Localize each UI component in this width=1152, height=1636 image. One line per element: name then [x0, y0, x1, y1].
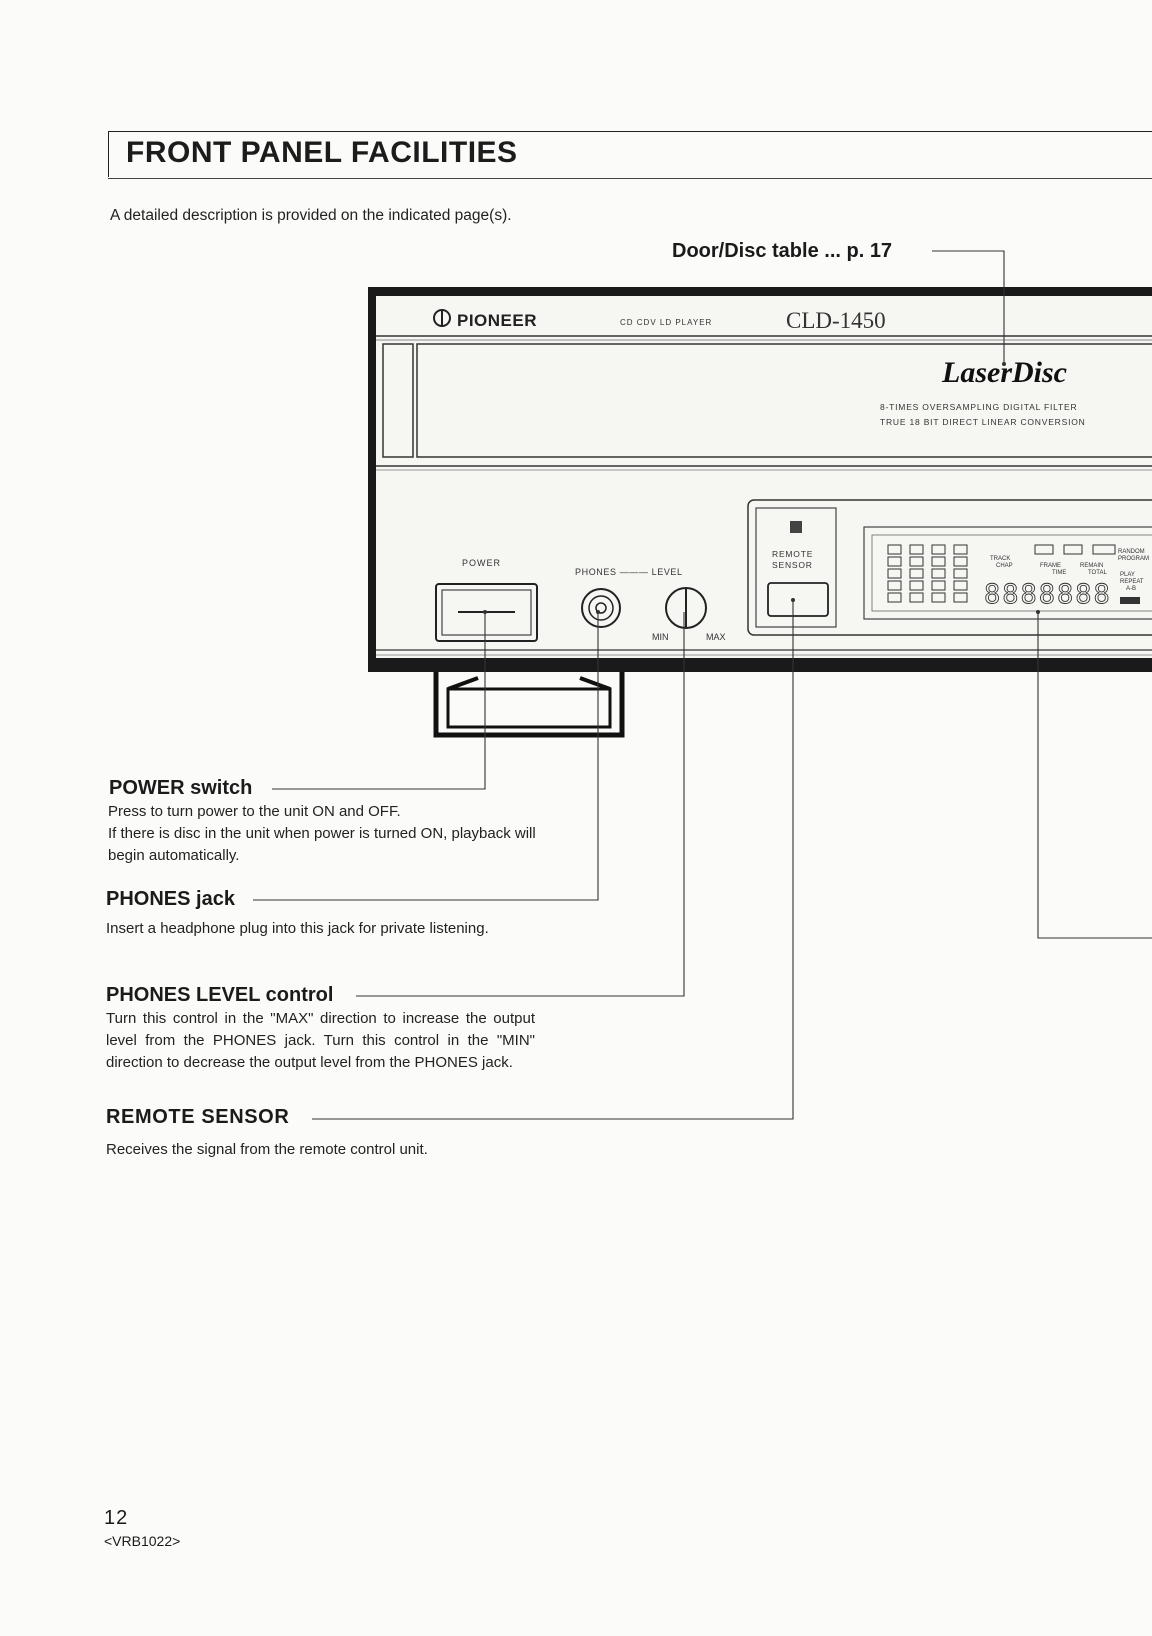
display-window — [863, 526, 1152, 620]
phones-jack-title: PHONES jack — [106, 888, 235, 910]
panel-face — [376, 296, 1152, 658]
display-time-label: TIME — [1052, 570, 1066, 576]
remote-label-1: REMOTE — [772, 549, 813, 559]
tray-left-block — [382, 343, 414, 458]
remote-indicator-icon — [790, 521, 802, 533]
leader-lines — [253, 250, 1152, 1120]
display-track-label: TRACK — [990, 556, 1010, 562]
remote-sensor-title: REMOTE SENSOR — [106, 1106, 290, 1128]
player-type-label: CD CDV LD PLAYER — [620, 318, 712, 327]
heading-underline — [108, 178, 1152, 179]
min-label: MIN — [652, 632, 669, 642]
cabinet-foot — [433, 672, 625, 738]
display-ab-label: A-B — [1126, 586, 1136, 592]
disc-tray — [416, 343, 1152, 458]
display-program-label: PROGRAM — [1118, 556, 1149, 562]
remote-sensor-window — [767, 582, 829, 617]
phones-level-control-title: PHONES LEVEL control — [106, 984, 334, 1006]
display-indicator-grid — [887, 544, 1116, 603]
display-total-label: TOTAL — [1088, 570, 1107, 576]
display-random-label: RANDOM — [1118, 549, 1145, 555]
model-label: CLD-1450 — [786, 308, 886, 333]
display-chap-label: CHAP — [996, 563, 1013, 569]
display-repeat-label: REPEAT — [1120, 579, 1144, 585]
display-panel-frame — [747, 499, 1152, 636]
door-disc-table-callout: Door/Disc table ... p. 17 — [672, 240, 893, 262]
power-desc-line-1: Press to turn power to the unit ON and O… — [108, 803, 401, 820]
document-code: <VRB1022> — [104, 1533, 181, 1549]
max-label: MAX — [706, 632, 726, 642]
phones-jack-icon — [581, 588, 621, 628]
spec-line-1: 8-TIMES OVERSAMPLING DIGITAL FILTER — [880, 402, 1077, 412]
power-button-outer — [435, 583, 538, 642]
remote-sensor-description: Receives the signal from the remote cont… — [106, 1141, 428, 1158]
page-title: FRONT PANEL FACILITIES — [126, 136, 518, 169]
power-switch-title: POWER switch — [109, 777, 253, 799]
page-number: 12 — [104, 1507, 129, 1529]
intro-text: A detailed description is provided on th… — [110, 207, 512, 224]
phones-level-label: PHONES ——— LEVEL — [575, 567, 683, 577]
brand-label: PIONEER — [457, 311, 537, 330]
spec-line-2: TRUE 18 BIT DIRECT LINEAR CONVERSION — [880, 417, 1086, 427]
display-play-label: PLAY — [1120, 572, 1135, 578]
display-digits: 8888888 — [984, 579, 1112, 610]
phones-jack-description: Insert a headphone plug into this jack f… — [106, 920, 489, 937]
phones-level-control-description: Turn this control in the "MAX" direction… — [106, 1010, 535, 1071]
heading-frame — [108, 131, 1152, 177]
power-label: POWER — [462, 558, 501, 568]
power-desc-line-2: If there is disc in the unit when power … — [108, 825, 536, 864]
remote-sensor-frame — [755, 507, 837, 628]
display-frame-label: FRAME — [1040, 563, 1061, 569]
display-remain-label: REMAIN — [1080, 563, 1103, 569]
power-switch-description: Press to turn power to the unit ON and O… — [108, 801, 538, 867]
remote-label-2: SENSOR — [772, 560, 813, 570]
